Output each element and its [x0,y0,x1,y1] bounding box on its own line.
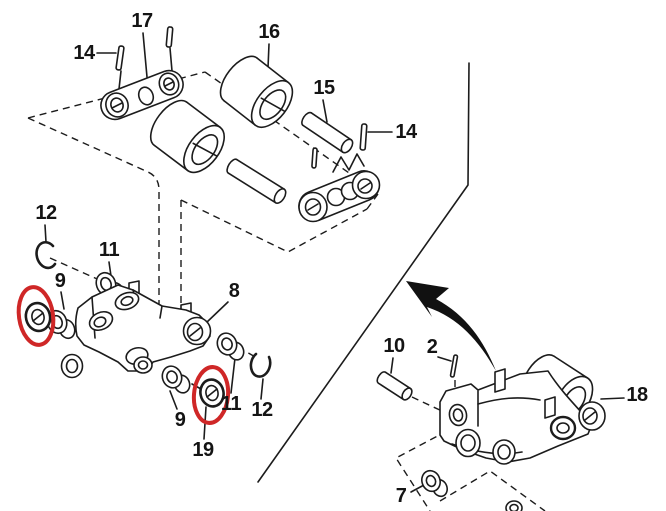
pin-14-right [359,123,368,151]
callout-11-bottom: 11 [220,393,242,415]
callout-7: 7 [395,485,407,507]
assembly-18 [439,354,606,465]
callout-18: 18 [626,384,648,406]
pin-17-top [165,26,174,48]
bushing-9-bottom [161,365,191,394]
link-plate-lower [298,170,381,223]
dashed-plane [27,71,379,322]
squiggle-mark [332,153,365,173]
bushing-7 [421,469,448,498]
highlight-circle-19 [191,365,231,425]
callout-9-bottom: 9 [174,409,186,431]
washer-left [24,301,52,333]
callout-12-bottom: 12 [251,399,273,421]
pin-15b [226,158,287,204]
callout-11-left: 11 [98,239,120,261]
pin-15 [301,111,354,154]
callout-10: 10 [383,335,405,357]
callout-16: 16 [258,21,280,43]
pin-2 [449,354,459,378]
snap-ring-12-left [35,241,57,270]
bracket-8 [60,280,212,379]
axis-dash-pin10 [411,396,445,413]
snap-ring-12-right [249,352,272,378]
callout-17: 17 [131,10,153,32]
dash-outline-a [394,430,448,511]
axis-dash-12-11 [49,257,105,283]
pin-14-left [115,45,125,71]
bushing-11-right [216,332,245,361]
callout-19: 19 [192,439,214,461]
callout-15: 15 [313,77,335,99]
washer-19 [199,378,225,408]
pin-small-mid [311,147,318,169]
callout-8: 8 [228,280,240,302]
dash-outline-b [439,470,546,511]
callout-12-left: 12 [35,202,57,224]
assembly-peg-1 [494,368,506,393]
highlight-circle-left [16,285,56,347]
callout-2: 2 [426,336,438,358]
leader-lines [44,32,625,493]
roller-16b [149,99,225,174]
roller-16 [219,55,294,128]
callout-14-right: 14 [395,121,417,143]
link-plate-17 [100,69,184,121]
pin-10 [376,371,413,401]
callout-14-left: 14 [73,42,95,64]
assembly-peg-2 [544,396,556,419]
callout-9-left: 9 [54,270,66,292]
direction-arrow [406,281,496,371]
divider-line [257,62,470,483]
